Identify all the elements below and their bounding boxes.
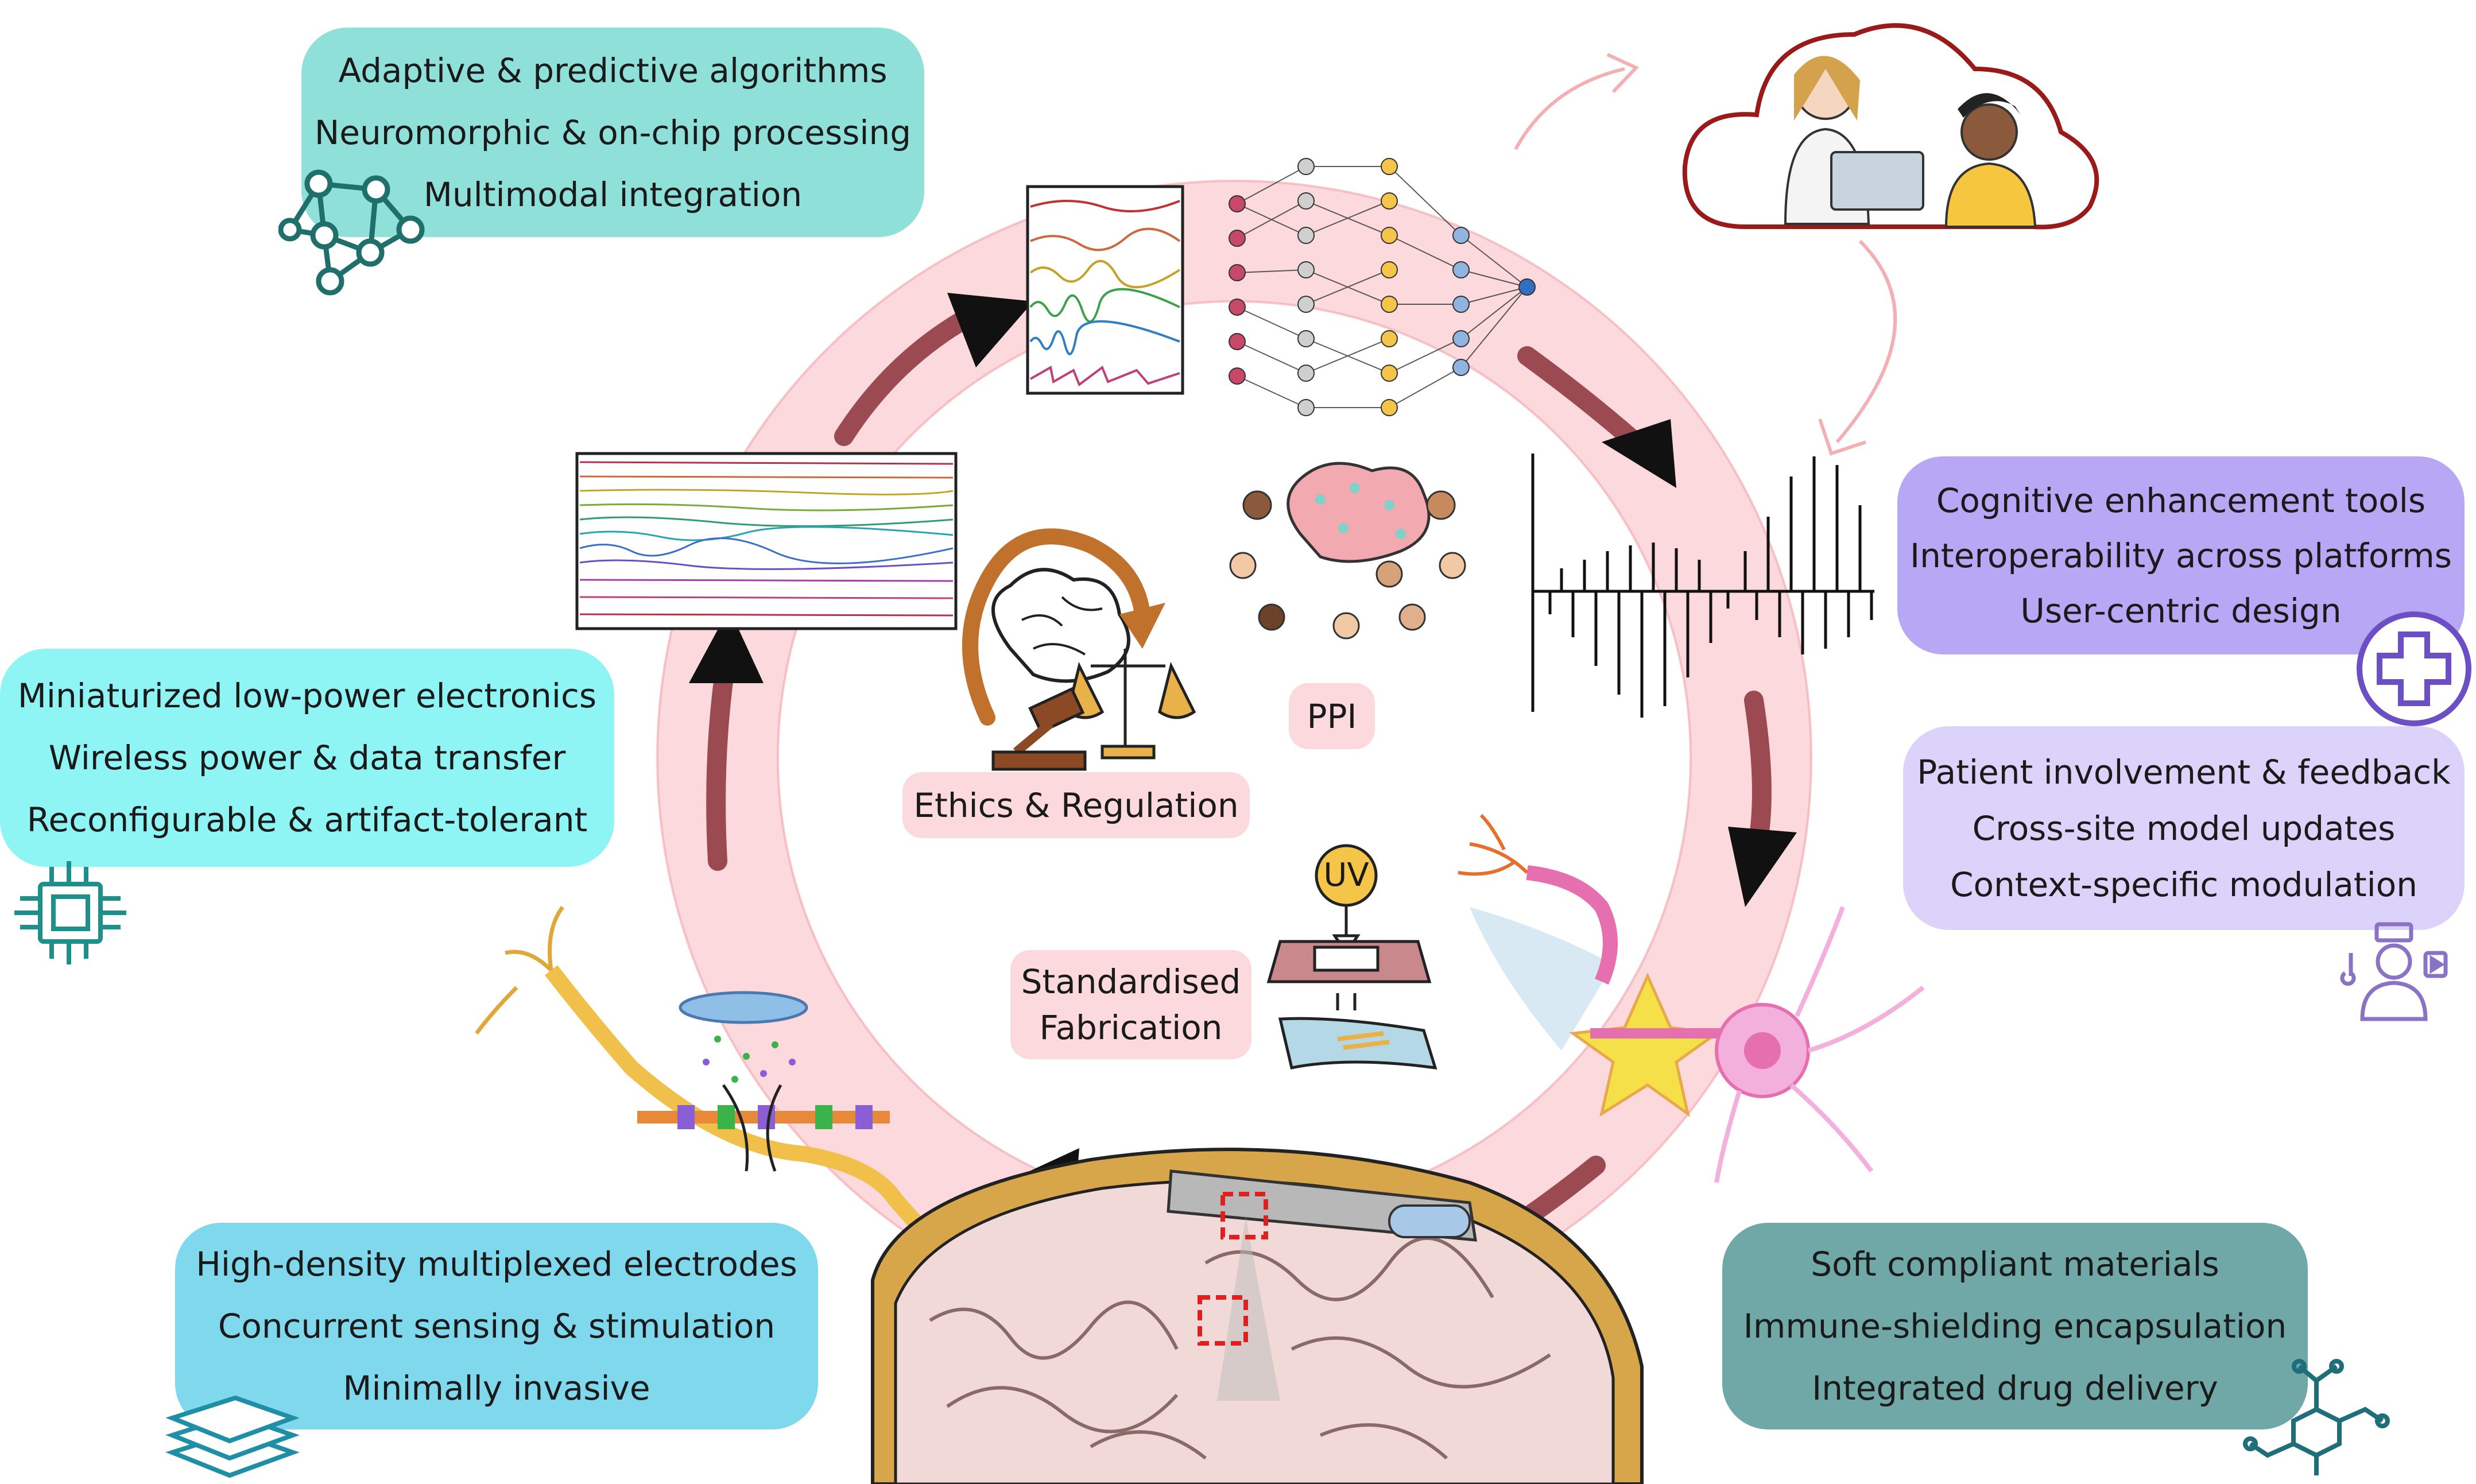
uv-label: UV [1323, 857, 1369, 894]
ppi-people-group [1229, 462, 1466, 640]
brain-cross-section [871, 1148, 1644, 1484]
ethics-regulation-label: Ethics & Regulation [913, 785, 1239, 825]
gavel-icon [991, 687, 1087, 771]
electrodes-line-3: Minimally invasive [343, 1369, 650, 1408]
electrodes-line-2: Concurrent sensing & stimulation [218, 1307, 776, 1346]
cognitive-box: Cognitive enhancement tools Interoperabi… [1897, 456, 2465, 654]
electrode-site-upper [1220, 1192, 1268, 1239]
patient-line-2: Cross-site model updates [1972, 808, 2396, 848]
neural-network-icon [1229, 158, 1536, 416]
flow-arrow-left [706, 650, 736, 871]
flow-arrow-right [1744, 691, 1772, 859]
fabrication-tag: Standardised Fabrication [1010, 950, 1251, 1059]
molecule-icon [2243, 1359, 2390, 1475]
cognitive-line-1: Cognitive enhancement tools [1936, 481, 2426, 520]
algorithms-line-3: Multimodal integration [423, 175, 803, 214]
electronics-line-2: Wireless power & data transfer [48, 738, 566, 777]
ethics-regulation-tag: Ethics & Regulation [902, 772, 1250, 838]
patient-line-1: Patient involvement & feedback [1917, 752, 2451, 792]
arrow-head-top-left [947, 293, 1033, 367]
cognitive-line-3: User-centric design [2020, 591, 2342, 630]
laptop-figure [1830, 151, 1924, 211]
user-media-icon [2340, 922, 2448, 1021]
materials-line-2: Immune-shielding encapsulation [1743, 1307, 2287, 1346]
layers-icon [165, 1395, 300, 1478]
materials-line-3: Integrated drug delivery [1812, 1369, 2218, 1408]
electronics-box: Miniaturized low-power electronics Wirel… [0, 649, 614, 867]
electronics-line-1: Miniaturized low-power electronics [17, 676, 597, 715]
algorithms-line-1: Adaptive & predictive algorithms [338, 51, 888, 90]
network-icon [278, 169, 425, 296]
electrodes-line-1: High-density multiplexed electrodes [196, 1245, 797, 1284]
algorithms-line-2: Neuromorphic & on-chip processing [314, 113, 912, 152]
flow-arrow-top-left [834, 303, 986, 446]
ppi-tag: PPI [1289, 683, 1375, 749]
algorithms-box: Adaptive & predictive algorithms Neuromo… [301, 28, 924, 237]
brain-icon [962, 528, 1165, 726]
patient-line-3: Context-specific modulation [1950, 865, 2418, 904]
fabrication-device [1266, 844, 1437, 1070]
materials-box: Soft compliant materials Immune-shieldin… [1722, 1223, 2308, 1429]
cognitive-line-2: Interoperability across platforms [1910, 536, 2452, 575]
ppi-label: PPI [1307, 696, 1357, 736]
stimulation-pulse-chart [1531, 454, 1874, 718]
eeg-panel [575, 452, 958, 630]
arrow-head-top-right [1602, 419, 1676, 488]
cloud-link-arrows [1514, 53, 1897, 456]
fabrication-label-line-1: Standardised [1021, 962, 1241, 1001]
electrodes-box: High-density multiplexed electrodes Conc… [175, 1223, 818, 1429]
electronics-line-3: Reconfigurable & artifact-tolerant [26, 800, 588, 839]
patient-box: Patient involvement & feedback Cross-sit… [1903, 726, 2465, 930]
ppi-brain [1287, 462, 1431, 563]
arrow-head-left [689, 609, 764, 683]
chip-icon [14, 861, 126, 964]
fabrication-label-line-2: Fabrication [1039, 1008, 1223, 1047]
cycle-ring-inner-edge [777, 300, 1692, 1215]
arrow-head-right [1728, 827, 1797, 907]
signal-panel [1026, 185, 1184, 395]
electrode-site-lower [1198, 1295, 1248, 1346]
medical-cross-icon [2357, 611, 2471, 726]
stimulated-neuron-illustration [1458, 813, 1925, 1183]
materials-line-1: Soft compliant materials [1811, 1245, 2219, 1284]
patient-figure [1944, 93, 2037, 228]
